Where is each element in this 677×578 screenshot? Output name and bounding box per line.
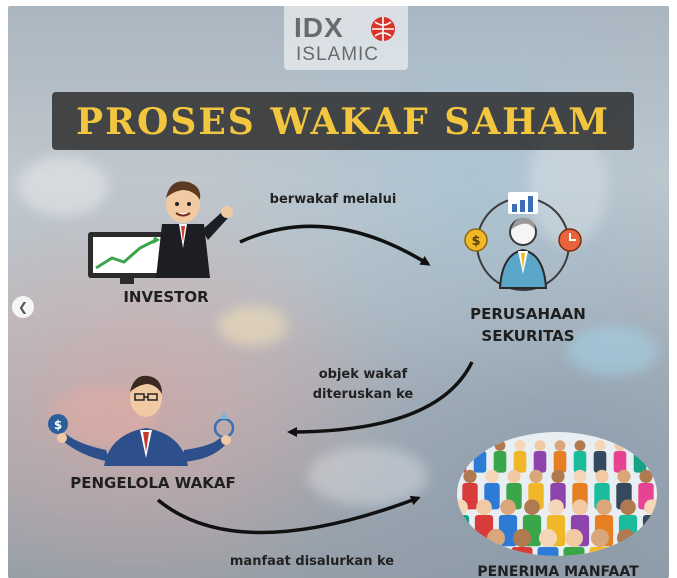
crowd-person-head	[572, 499, 588, 515]
crowd-person-head	[573, 469, 587, 483]
crowd-person-head	[476, 499, 492, 515]
arrow-manager-to-beneficiary	[156, 495, 421, 535]
crowd-person-head	[485, 469, 499, 483]
arrow-investor-to-securities	[239, 224, 431, 266]
idx-islamic-logo: IDX ISLAMIC	[284, 6, 408, 70]
crowd-person-head	[548, 499, 564, 515]
investor-label: INVESTOR	[123, 288, 209, 306]
crowd-person-body	[573, 451, 587, 473]
crowd-person-head	[507, 469, 521, 483]
crowd-person-body	[513, 451, 527, 473]
svg-text:$: $	[471, 234, 480, 249]
globe-icon	[371, 17, 395, 41]
crowd-person-head	[524, 499, 540, 515]
securities-company-illustration: $	[464, 192, 582, 291]
infographic-canvas: IDX ISLAMIC PROSES WAKAF SAHAM INVESTOR	[8, 6, 669, 578]
crowd-person-head	[620, 499, 636, 515]
crowd-person-head	[514, 440, 526, 451]
crowd-person-head	[574, 440, 586, 451]
securities-label-line1: PERUSAHAAN	[470, 305, 586, 323]
crowd-person-head	[554, 440, 566, 451]
crowd-person-head	[513, 529, 531, 547]
arrow-securities-to-manager	[287, 361, 474, 437]
crowd-person-head	[617, 469, 631, 483]
edge-label-berwakaf: berwakaf melalui	[269, 192, 397, 207]
flow-arrows	[156, 224, 474, 535]
crowd-person-head	[595, 469, 609, 483]
investor-illustration	[88, 181, 233, 284]
crowd-person-body	[613, 451, 627, 473]
edge-label-objek-wakaf: objek wakaf diteruskan ke	[298, 365, 428, 405]
crowd-person-head	[565, 529, 583, 547]
title-banner: PROSES WAKAF SAHAM	[52, 92, 634, 150]
crowd-person-body	[493, 451, 507, 473]
edge-label-manfaat: manfaat disalurkan ke	[229, 554, 395, 569]
crowd-person-head	[529, 469, 543, 483]
crowd-person-head	[534, 440, 546, 451]
crowd-person-head	[551, 469, 565, 483]
crowd-person-head	[591, 529, 609, 547]
carousel-prev-button[interactable]: ❮	[12, 296, 34, 318]
crowd-person-head	[596, 499, 612, 515]
svg-text:$: $	[54, 418, 62, 432]
chevron-left-icon: ❮	[17, 300, 29, 314]
crowd-person-body	[553, 451, 567, 473]
crowd-person-body	[593, 451, 607, 473]
waqf-manager-label: PENGELOLA WAKAF	[70, 474, 236, 492]
crowd-person-head	[539, 529, 557, 547]
crowd-person-head	[639, 469, 653, 483]
beneficiaries-crowd-illustration	[457, 432, 657, 556]
crowd-person-head	[463, 469, 477, 483]
crowd-person-head	[594, 440, 606, 451]
crowd-person-body	[533, 451, 547, 473]
crowd-person-head	[500, 499, 516, 515]
edge-label-line2: diteruskan ke	[312, 387, 414, 402]
securities-label-line2: SEKURITAS	[481, 327, 575, 345]
logo-idx-text: IDX	[294, 12, 344, 43]
beneficiaries-label: PENERIMA MANFAAT	[477, 564, 639, 578]
crowd-person-head	[457, 499, 468, 515]
logo-islamic-text: ISLAMIC	[296, 44, 380, 65]
page-title: PROSES WAKAF SAHAM	[76, 101, 610, 143]
securities-company-label: PERUSAHAAN SEKURITAS	[448, 303, 608, 347]
waqf-manager-illustration: $	[48, 375, 235, 466]
edge-label-line1: objek wakaf	[318, 367, 408, 382]
